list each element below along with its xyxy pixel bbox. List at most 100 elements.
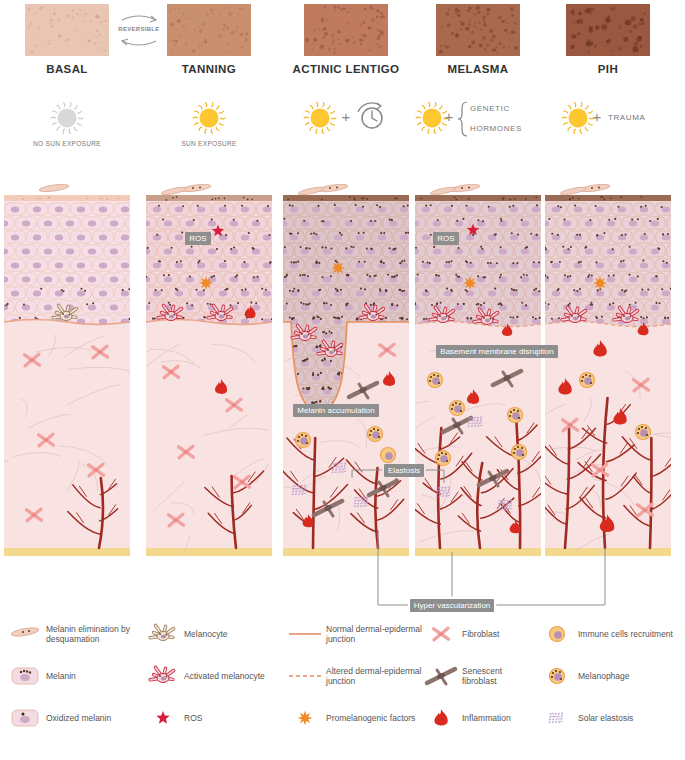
melanin-dot <box>355 346 357 348</box>
keratinocyte <box>71 203 91 215</box>
melanin-dot <box>362 206 364 208</box>
oxidized-melanin <box>22 198 24 200</box>
melanin-dot <box>396 358 398 360</box>
melanin-dot <box>370 304 372 306</box>
skin-spot <box>218 35 222 39</box>
melanin-dot <box>391 332 393 334</box>
skin-spot <box>514 31 516 33</box>
skin-spot <box>636 36 641 41</box>
collagen-fiber <box>415 401 429 415</box>
skin-spot <box>96 22 97 23</box>
keratinocyte <box>339 301 359 313</box>
skin-spot <box>631 16 636 21</box>
melanin-dot <box>370 248 372 250</box>
nucleus <box>22 221 30 227</box>
oxidized-melanin <box>243 197 245 199</box>
keratinocyte <box>394 315 409 327</box>
skin-spot <box>206 33 208 35</box>
keratinocyte <box>317 385 337 397</box>
skin-spot <box>612 7 616 11</box>
skin-spot <box>74 29 76 31</box>
skin-spot <box>185 30 187 32</box>
melanin-dot <box>377 344 379 346</box>
sun-ray <box>195 111 199 113</box>
melanin-dot <box>324 359 326 361</box>
solar-elastosis <box>436 495 451 496</box>
nucleus <box>400 403 408 409</box>
fibroblast <box>179 446 193 458</box>
nucleus <box>164 333 172 339</box>
nucleus <box>263 263 271 269</box>
skin-spot <box>578 18 584 24</box>
melanin-dot <box>392 331 394 333</box>
keratinocyte <box>268 217 272 229</box>
keratinocyte <box>526 231 541 243</box>
skin-spot <box>588 51 590 53</box>
skin-spot <box>352 36 354 38</box>
nucleus <box>356 235 364 241</box>
nucleus <box>219 235 227 241</box>
skin-spot <box>345 38 349 42</box>
skin-spot <box>455 6 458 9</box>
skin-spot <box>571 34 576 39</box>
melanin-dot <box>404 400 406 402</box>
sun-ray <box>53 111 57 113</box>
sun-ray <box>216 106 219 110</box>
keratinocyte <box>104 217 124 229</box>
nucleus <box>389 221 397 227</box>
vessel-branch <box>331 487 338 497</box>
skin-spot <box>577 32 580 35</box>
keratinocyte <box>104 245 124 257</box>
stratum-corneum <box>283 195 409 201</box>
melanin-dot <box>394 248 396 250</box>
melanin-dot <box>372 332 374 334</box>
melanin-dot <box>354 372 356 374</box>
keratinocyte <box>49 203 69 215</box>
skin-spot <box>34 44 37 47</box>
skin-spot <box>503 46 505 48</box>
sun-ray <box>585 106 588 110</box>
nucleus <box>433 221 441 227</box>
skin-spot <box>482 18 484 20</box>
keratinocyte <box>416 203 436 215</box>
sun-ray <box>57 127 60 131</box>
skin-spot <box>439 50 443 54</box>
skin-spot <box>334 6 337 9</box>
fibroblast-nucleus <box>378 484 387 492</box>
skin-spot <box>53 13 56 16</box>
skin-spot <box>347 11 349 13</box>
melanin-dot <box>352 246 354 248</box>
skin-spot <box>99 34 101 36</box>
skin-spot <box>376 15 378 17</box>
skin-spot <box>382 15 385 18</box>
nucleus <box>312 319 320 325</box>
skin-spot <box>229 13 232 16</box>
melanin-dot <box>371 387 373 389</box>
nucleus <box>389 333 397 339</box>
skin-spot <box>174 44 176 46</box>
vessel-branch <box>68 512 100 534</box>
melanin-dot <box>401 290 403 292</box>
melanin-dot <box>299 274 301 276</box>
melanin-dot <box>367 360 369 362</box>
senescent-fibroblast <box>493 371 521 385</box>
skin-spot <box>94 7 95 8</box>
skin-spot <box>377 29 380 32</box>
melanin-dot <box>283 414 284 416</box>
melanin-dot <box>215 332 217 334</box>
skin-spot <box>446 12 450 16</box>
melanin-dot <box>300 246 302 248</box>
melanin-dot <box>511 232 513 234</box>
keratinocyte <box>405 413 409 425</box>
nucleus <box>175 207 183 213</box>
melanin-dot <box>339 232 341 234</box>
skin-spot <box>337 30 341 34</box>
vessel-branch <box>283 469 314 493</box>
nucleus <box>400 207 408 213</box>
keratinocytes <box>283 203 409 425</box>
nucleus <box>55 235 63 241</box>
melanin-dot <box>391 416 393 418</box>
nucleus <box>110 221 118 227</box>
melanin-dot <box>355 401 357 403</box>
melanin-dot <box>230 248 232 250</box>
